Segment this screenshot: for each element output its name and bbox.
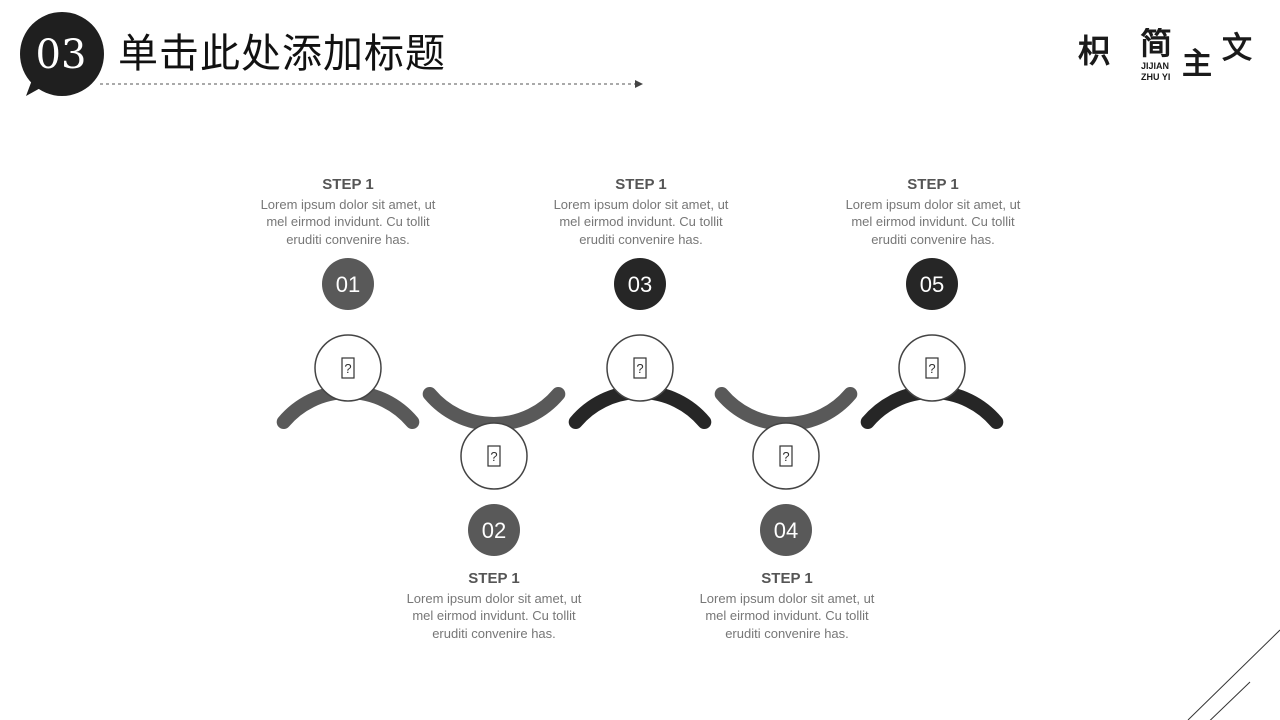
title-dashed-rule [100,80,643,88]
step-desc-line: Lorem ipsum dolor sit amet, ut [553,196,729,212]
step-nodes: 01 02 03 04 05 [322,258,958,556]
step-desc-line: Lorem ipsum dolor sit amet, ut [699,590,875,606]
step-icons: ????? [314,334,966,490]
section-number-badge: 03 [20,12,104,96]
logo-sub-2: ZHU YI [1141,72,1170,82]
missing-glyph-box [633,357,647,379]
step-title: STEP 1 [615,176,667,193]
logo-sub-1: JIJIAN [1141,61,1169,71]
step-desc-line: eruditi convenire has. [579,231,703,247]
step-number: 05 [920,272,944,297]
step-desc-line: Lorem ipsum dolor sit amet, ut [406,590,582,606]
step-node-circle [614,258,666,310]
step-icon-placeholder-5: ? [898,334,966,402]
step-icon-glyph: ? [928,361,935,376]
step-arc-4 [714,387,858,431]
badge-tail [26,80,44,96]
page-title: 单击此处添加标题 [118,31,446,77]
missing-glyph-box [779,445,793,467]
logo-char-1: 枳 [1078,32,1110,70]
step-desc-line: eruditi convenire has. [286,231,410,247]
step-icon-glyph: ? [344,361,351,376]
step-node-circle [906,258,958,310]
icon-ring [606,334,674,402]
step-node-2: 02 [468,504,520,556]
step-desc-line: mel eirmod invidunt. Cu tollit [412,608,576,623]
step-title: STEP 1 [468,570,520,587]
missing-glyph-box [341,357,355,379]
step-icon-placeholder-4: ? [752,422,820,490]
step-desc-line: eruditi convenire has. [432,625,556,641]
logo-char-2: 简 [1140,28,1172,62]
icon-ring [314,334,382,402]
step-desc-line: mel eirmod invidunt. Cu tollit [266,214,430,229]
section-number: 03 [36,32,87,78]
step-icon-placeholder-1: ? [314,334,382,402]
badge-circle [20,12,104,96]
step-desc-line: mel eirmod invidunt. Cu tollit [705,608,869,623]
step-node-3: 03 [614,258,666,310]
step-node-circle [322,258,374,310]
step-node-circle [468,504,520,556]
missing-glyph-box [925,357,939,379]
step-number: 01 [336,272,360,297]
brand-logo: 枳 简 主 文 JIJIAN ZHU YI [1078,28,1252,82]
logo-char-4: 文 [1222,31,1252,66]
step-icon-glyph: ? [782,449,789,464]
step-icon-glyph: ? [490,449,497,464]
icon-ring [752,422,820,490]
step-text-5: STEP 1 Lorem ipsum dolor sit amet, ut me… [833,176,1033,248]
missing-glyph-box [487,445,501,467]
step-number: 04 [774,518,798,543]
step-number: 02 [482,518,506,543]
step-arc-2 [422,387,566,431]
step-icon-placeholder-3: ? [606,334,674,402]
icon-ring [460,422,528,490]
step-text-3: STEP 1 Lorem ipsum dolor sit amet, ut me… [541,176,741,248]
step-desc-line: eruditi convenire has. [871,231,995,247]
step-desc-line: Lorem ipsum dolor sit amet, ut [845,196,1021,212]
step-desc-line: mel eirmod invidunt. Cu tollit [559,214,723,229]
step-text-1: STEP 1 Lorem ipsum dolor sit amet, ut me… [248,176,448,248]
step-number: 03 [628,272,652,297]
step-icon-placeholder-2: ? [460,422,528,490]
step-title: STEP 1 [761,570,813,587]
step-text-4: STEP 1 Lorem ipsum dolor sit amet, ut me… [687,570,887,642]
step-node-5: 05 [906,258,958,310]
corner-decoration-lines [1187,629,1280,720]
logo-char-3: 主 [1182,47,1212,82]
step-desc-line: mel eirmod invidunt. Cu tollit [851,214,1015,229]
step-desc-line: eruditi convenire has. [725,625,849,641]
step-text-2: STEP 1 Lorem ipsum dolor sit amet, ut me… [394,570,594,642]
step-title: STEP 1 [907,176,959,193]
icon-ring [898,334,966,402]
step-node-circle [760,504,812,556]
step-icon-glyph: ? [636,361,643,376]
step-node-1: 01 [322,258,374,310]
step-node-4: 04 [760,504,812,556]
step-title: STEP 1 [322,176,374,193]
step-desc-line: Lorem ipsum dolor sit amet, ut [260,196,436,212]
